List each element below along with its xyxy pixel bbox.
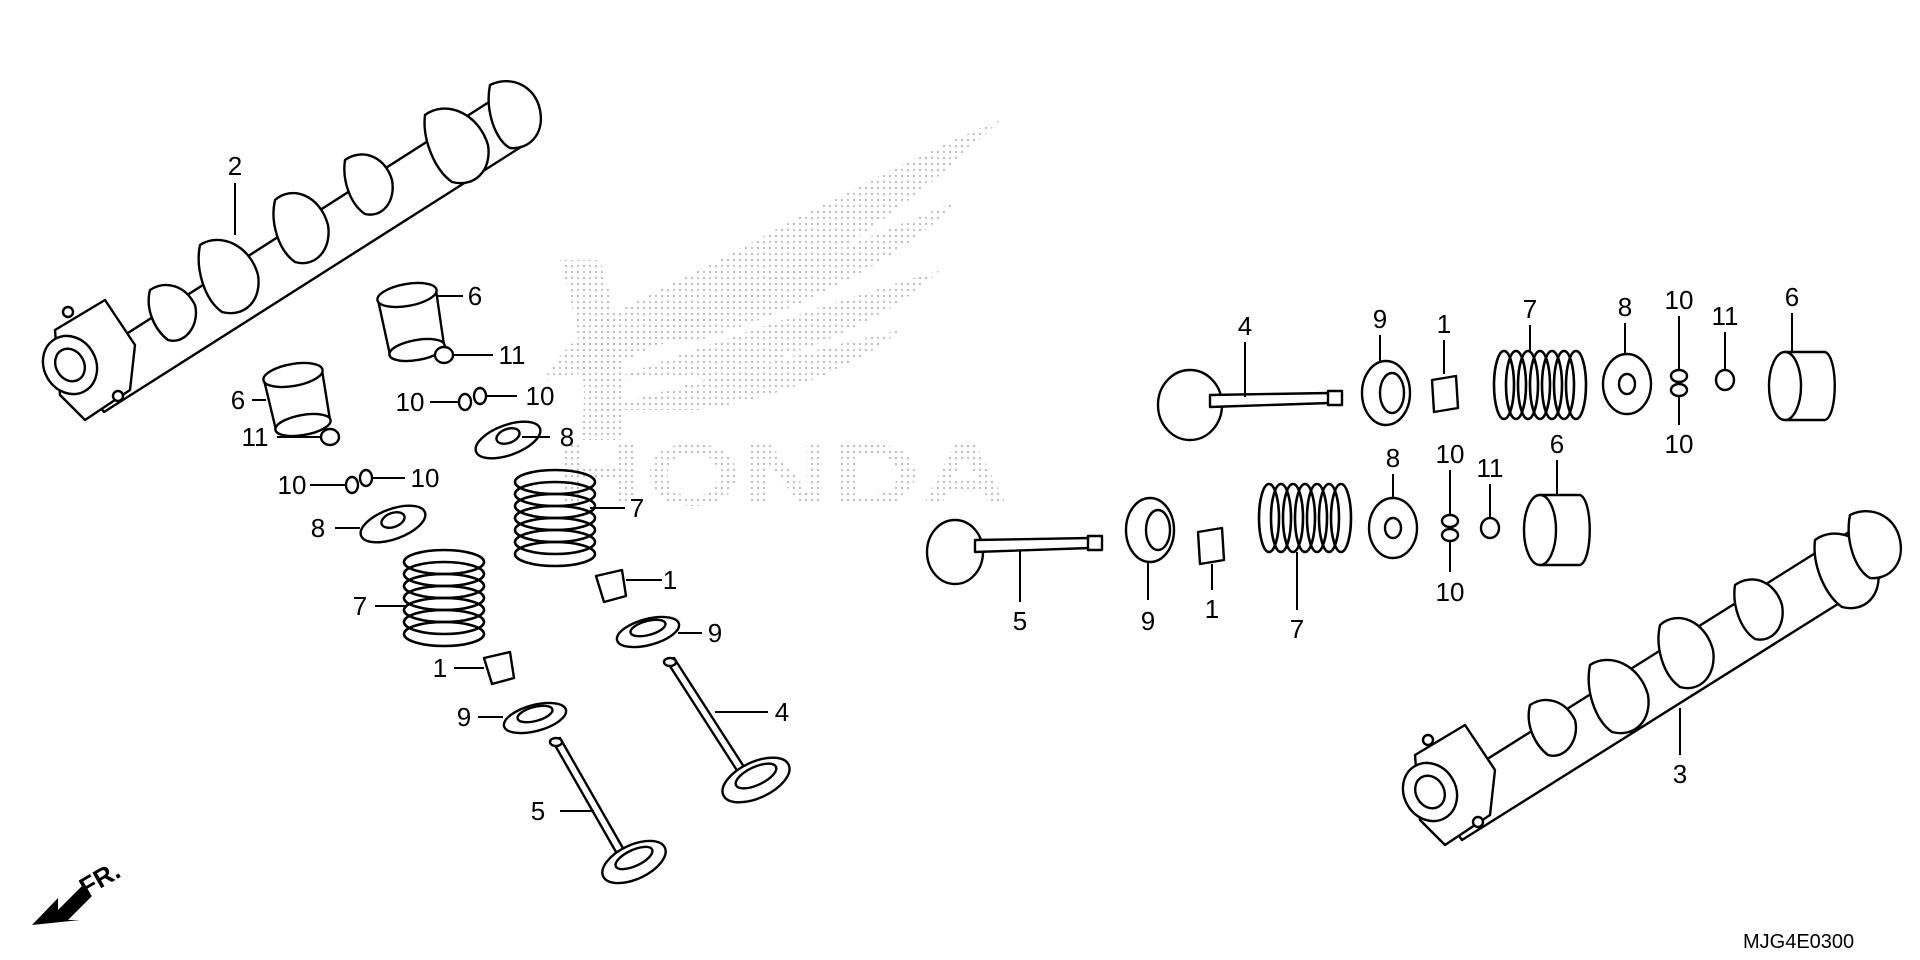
honda-wing-logo-icon xyxy=(545,120,1000,440)
callout: 11 xyxy=(242,422,269,452)
callout: 4 xyxy=(775,697,789,727)
callout: 6 xyxy=(468,281,482,311)
callout: 7 xyxy=(630,493,644,523)
callout: 4 xyxy=(1238,311,1252,341)
callout: 7 xyxy=(1290,614,1304,644)
callout: 10 xyxy=(411,463,440,493)
callout: 11 xyxy=(1477,453,1504,483)
callout: 5 xyxy=(531,796,545,826)
callout: 6 xyxy=(231,385,245,415)
diagram-code: MJG4E0300 xyxy=(1743,931,1854,953)
callout: 3 xyxy=(1673,759,1687,789)
callout: 11 xyxy=(1712,301,1739,331)
right-lower-assembly xyxy=(925,482,1591,586)
callout: 1 xyxy=(1205,594,1219,624)
callout: 8 xyxy=(1618,292,1632,322)
front-arrow-icon xyxy=(32,886,92,925)
callout: 1 xyxy=(663,565,677,595)
callout: 10 xyxy=(1436,577,1465,607)
callout: 8 xyxy=(560,422,574,452)
leader-lines xyxy=(234,183,1793,812)
upper-camshaft xyxy=(41,80,543,422)
callout: 5 xyxy=(1013,606,1027,636)
callout: 9 xyxy=(1141,606,1155,636)
left-assembly xyxy=(262,281,791,885)
callout: 6 xyxy=(1550,429,1564,459)
callout: 10 xyxy=(396,387,425,417)
honda-wordmark: HONDA xyxy=(555,425,1010,524)
callout: 1 xyxy=(1437,309,1451,339)
callout: 9 xyxy=(708,618,722,648)
callout: 10 xyxy=(526,381,555,411)
callout: 2 xyxy=(228,151,242,181)
callout: 7 xyxy=(353,591,367,621)
callout: 10 xyxy=(1436,439,1465,469)
callout: 8 xyxy=(311,513,325,543)
callouts: 2 6 11 6 10 10 11 8 10 10 7 8 7 1 9 1 4 … xyxy=(228,151,1799,826)
callout: 1 xyxy=(433,653,447,683)
callout: 11 xyxy=(499,340,526,370)
callout: 10 xyxy=(1665,429,1694,459)
callout: 10 xyxy=(1665,285,1694,315)
callout: 9 xyxy=(1373,304,1387,334)
callout: 6 xyxy=(1785,282,1799,312)
lower-camshaft xyxy=(1401,510,1903,847)
callout: 7 xyxy=(1523,294,1537,324)
callout: 10 xyxy=(278,470,307,500)
right-upper-assembly xyxy=(1156,349,1836,442)
callout: 8 xyxy=(1386,443,1400,473)
front-direction-marker: FR. xyxy=(32,855,125,925)
callout: 9 xyxy=(457,702,471,732)
